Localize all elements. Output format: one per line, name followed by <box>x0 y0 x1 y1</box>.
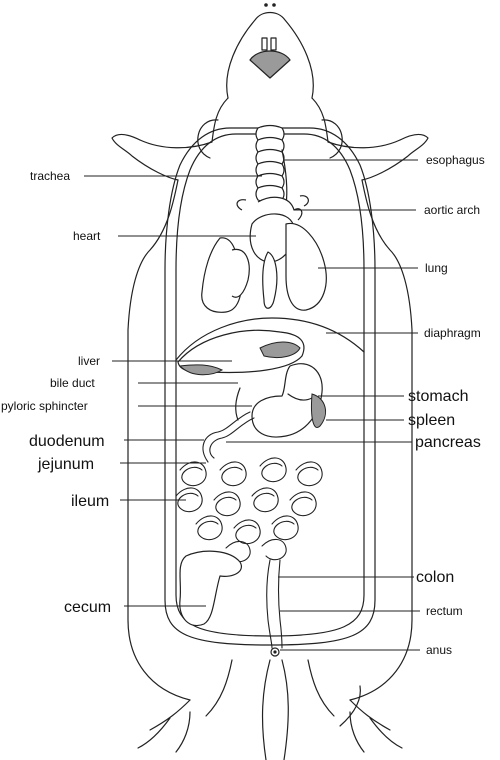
label-stomach: stomach <box>408 388 468 405</box>
label-lung: lung <box>425 261 448 275</box>
rat-body-outline <box>111 3 429 760</box>
label-jejunum: jejunum <box>37 456 94 473</box>
label-diaphragm: diaphragm <box>424 326 481 340</box>
label-heart: heart <box>73 229 101 243</box>
lung-organs <box>201 222 327 313</box>
label-bile-duct: bile duct <box>50 376 95 390</box>
label-anus: anus <box>426 643 452 657</box>
diaphragm-line <box>175 317 365 361</box>
intestine-coils <box>175 411 323 563</box>
label-pyloric-sphincter: pyloric sphincter <box>1 399 88 413</box>
label-layer: trachea esophagus aortic arch heart lung… <box>1 153 485 657</box>
label-colon: colon <box>416 569 454 586</box>
label-trachea: trachea <box>30 169 70 183</box>
label-pancreas: pancreas <box>415 434 481 451</box>
cecum-organ <box>179 550 242 627</box>
trachea-rings <box>255 124 288 206</box>
label-rectum: rectum <box>426 604 463 618</box>
label-aortic-arch: aortic arch <box>424 203 480 217</box>
colon-rectum <box>266 559 283 657</box>
stomach-organ <box>235 363 327 438</box>
label-cecum: cecum <box>64 599 111 616</box>
label-duodenum: duodenum <box>29 433 105 450</box>
label-spleen: spleen <box>408 412 455 429</box>
leader-lines <box>84 159 420 651</box>
liver-organ <box>177 329 305 376</box>
label-esophagus: esophagus <box>426 153 485 167</box>
label-ileum: ileum <box>71 493 109 510</box>
label-liver: liver <box>78 354 100 368</box>
heart-organ <box>236 195 309 263</box>
